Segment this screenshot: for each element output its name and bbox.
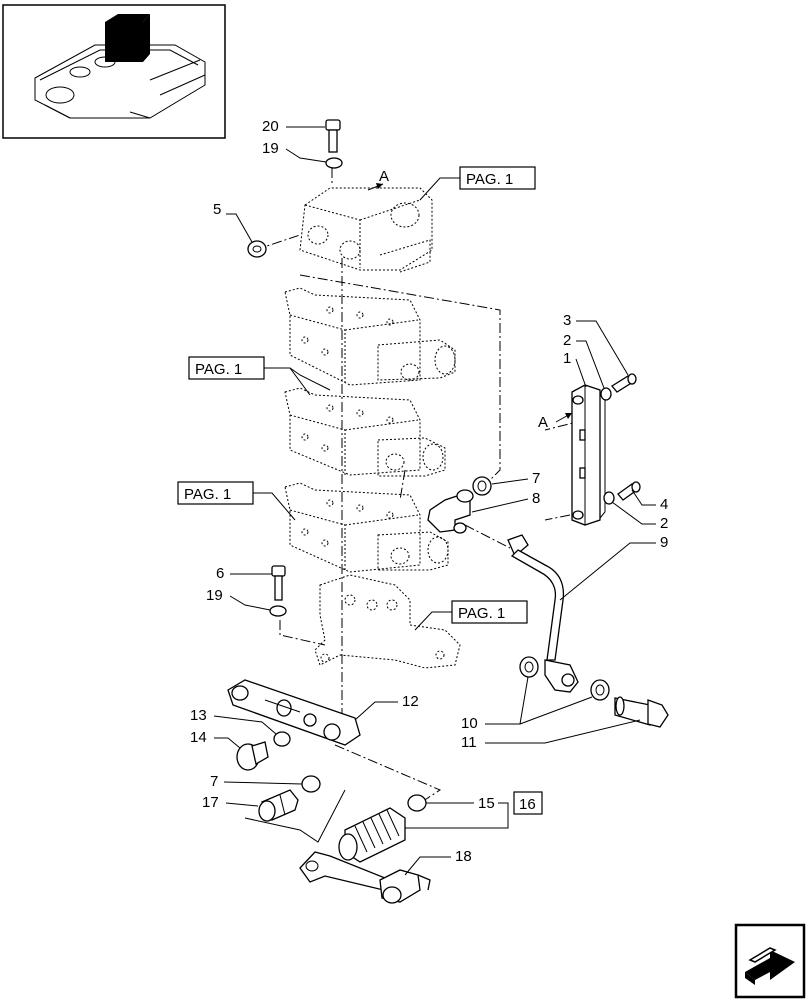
washer-19-lower[interactable] xyxy=(269,605,287,617)
lower-bracket xyxy=(314,574,461,669)
svg-text:15: 15 xyxy=(478,795,495,812)
washer-2-lower[interactable] xyxy=(603,491,615,505)
seal-7-upper[interactable] xyxy=(472,476,492,496)
next-page-button[interactable] xyxy=(734,923,806,999)
callout-2-upper: 2 xyxy=(563,332,605,389)
seal-10-left[interactable] xyxy=(519,656,539,678)
svg-text:18: 18 xyxy=(455,848,472,865)
support-bracket-1[interactable] xyxy=(571,384,606,526)
plug-14[interactable] xyxy=(236,741,269,771)
washer-2-upper[interactable] xyxy=(600,387,612,401)
ref-box-16[interactable]: 16 xyxy=(513,791,543,815)
svg-text:12: 12 xyxy=(402,693,419,710)
nut-5[interactable] xyxy=(247,240,267,258)
svg-text:13: 13 xyxy=(190,707,207,724)
callout-10: 10 xyxy=(461,676,593,732)
callout-14: 14 xyxy=(190,729,241,749)
link-bar-12[interactable] xyxy=(227,679,361,746)
svg-text:2: 2 xyxy=(660,515,668,532)
valve-section-1 xyxy=(284,287,456,386)
callout-17: 17 xyxy=(202,794,259,811)
callout-6: 6 xyxy=(216,565,272,582)
ref-box-pag1-bottom[interactable]: PAG. 1 xyxy=(414,600,528,631)
callout-13: 13 xyxy=(190,707,277,735)
ref-box-pag1-mid2-label: PAG. 1 xyxy=(184,486,231,503)
callout-1: 1 xyxy=(563,350,587,388)
svg-text:1: 1 xyxy=(563,350,571,367)
valve-section-3 xyxy=(284,482,449,573)
lever-18[interactable] xyxy=(299,851,431,904)
seal-10-right[interactable] xyxy=(590,679,610,701)
bolt-4[interactable] xyxy=(617,481,641,501)
svg-text:5: 5 xyxy=(213,201,221,218)
assembly-axes xyxy=(254,168,586,804)
svg-text:17: 17 xyxy=(202,794,219,811)
ref-box-pag1-top[interactable]: PAG. 1 xyxy=(419,166,536,201)
svg-text:9: 9 xyxy=(660,534,668,551)
bolt-20[interactable] xyxy=(325,119,341,153)
pipe-9[interactable] xyxy=(507,534,579,693)
callout-18: 18 xyxy=(404,848,472,876)
seal-13[interactable] xyxy=(273,731,291,747)
quick-coupler-16[interactable] xyxy=(338,807,406,863)
valve-section-2 xyxy=(284,387,446,477)
bolt-6[interactable] xyxy=(271,565,286,601)
adapter-17[interactable] xyxy=(258,789,299,822)
ref-box-pag1-mid1[interactable]: PAG. 1 xyxy=(188,356,331,396)
callout-19-top: 19 xyxy=(262,140,327,163)
callout-9: 9 xyxy=(559,534,668,601)
tractor-lift-assembly-thumbnail xyxy=(34,14,206,119)
callout-15: 15 xyxy=(405,795,509,829)
direction-label-a-right: A xyxy=(538,414,548,431)
direction-label-a-top: A xyxy=(379,168,389,185)
svg-text:19: 19 xyxy=(262,140,279,157)
callout-11: 11 xyxy=(461,719,641,751)
callout-8: 8 xyxy=(471,490,540,513)
bolt-3[interactable] xyxy=(611,373,637,393)
washer-19-top[interactable] xyxy=(325,157,343,169)
svg-text:6: 6 xyxy=(216,565,224,582)
adapter-group-leader xyxy=(244,789,346,843)
svg-text:14: 14 xyxy=(190,729,207,746)
direction-arrow-top xyxy=(367,183,384,191)
callout-5: 5 xyxy=(213,201,253,243)
svg-text:19: 19 xyxy=(206,587,223,604)
svg-text:4: 4 xyxy=(660,496,668,513)
callout-2-lower: 2 xyxy=(611,501,668,532)
elbow-fitting-8[interactable] xyxy=(427,489,474,534)
svg-text:10: 10 xyxy=(461,715,478,732)
next-page-arrow-icon xyxy=(745,947,795,985)
svg-text:2: 2 xyxy=(563,332,571,349)
seal-7-lower[interactable] xyxy=(301,775,321,793)
svg-text:20: 20 xyxy=(262,118,279,135)
ref-box-pag1-mid1-label: PAG. 1 xyxy=(195,361,242,378)
top-valve-body xyxy=(299,187,433,273)
callout-3: 3 xyxy=(563,312,629,376)
svg-text:11: 11 xyxy=(461,734,477,751)
callout-20: 20 xyxy=(262,118,325,135)
ref-box-pag1-bottom-label: PAG. 1 xyxy=(458,605,505,622)
callout-7-lower: 7 xyxy=(210,773,303,790)
banjo-bolt-11[interactable] xyxy=(614,696,669,728)
callout-4: 4 xyxy=(631,489,668,513)
svg-text:7: 7 xyxy=(210,773,218,790)
svg-text:3: 3 xyxy=(563,312,571,329)
callout-12: 12 xyxy=(354,693,419,721)
svg-text:7: 7 xyxy=(532,470,540,487)
callout-7-upper: 7 xyxy=(491,470,540,487)
seal-15[interactable] xyxy=(407,794,427,812)
callout-19-lower: 19 xyxy=(206,587,271,611)
ref-box-16-label: 16 xyxy=(519,796,536,813)
svg-text:8: 8 xyxy=(532,490,540,507)
ref-box-pag1-mid2[interactable]: PAG. 1 xyxy=(177,481,296,521)
direction-arrow-right xyxy=(555,412,573,423)
ref-box-pag1-top-label: PAG. 1 xyxy=(466,171,513,188)
thumbnail-frame[interactable] xyxy=(2,4,226,139)
